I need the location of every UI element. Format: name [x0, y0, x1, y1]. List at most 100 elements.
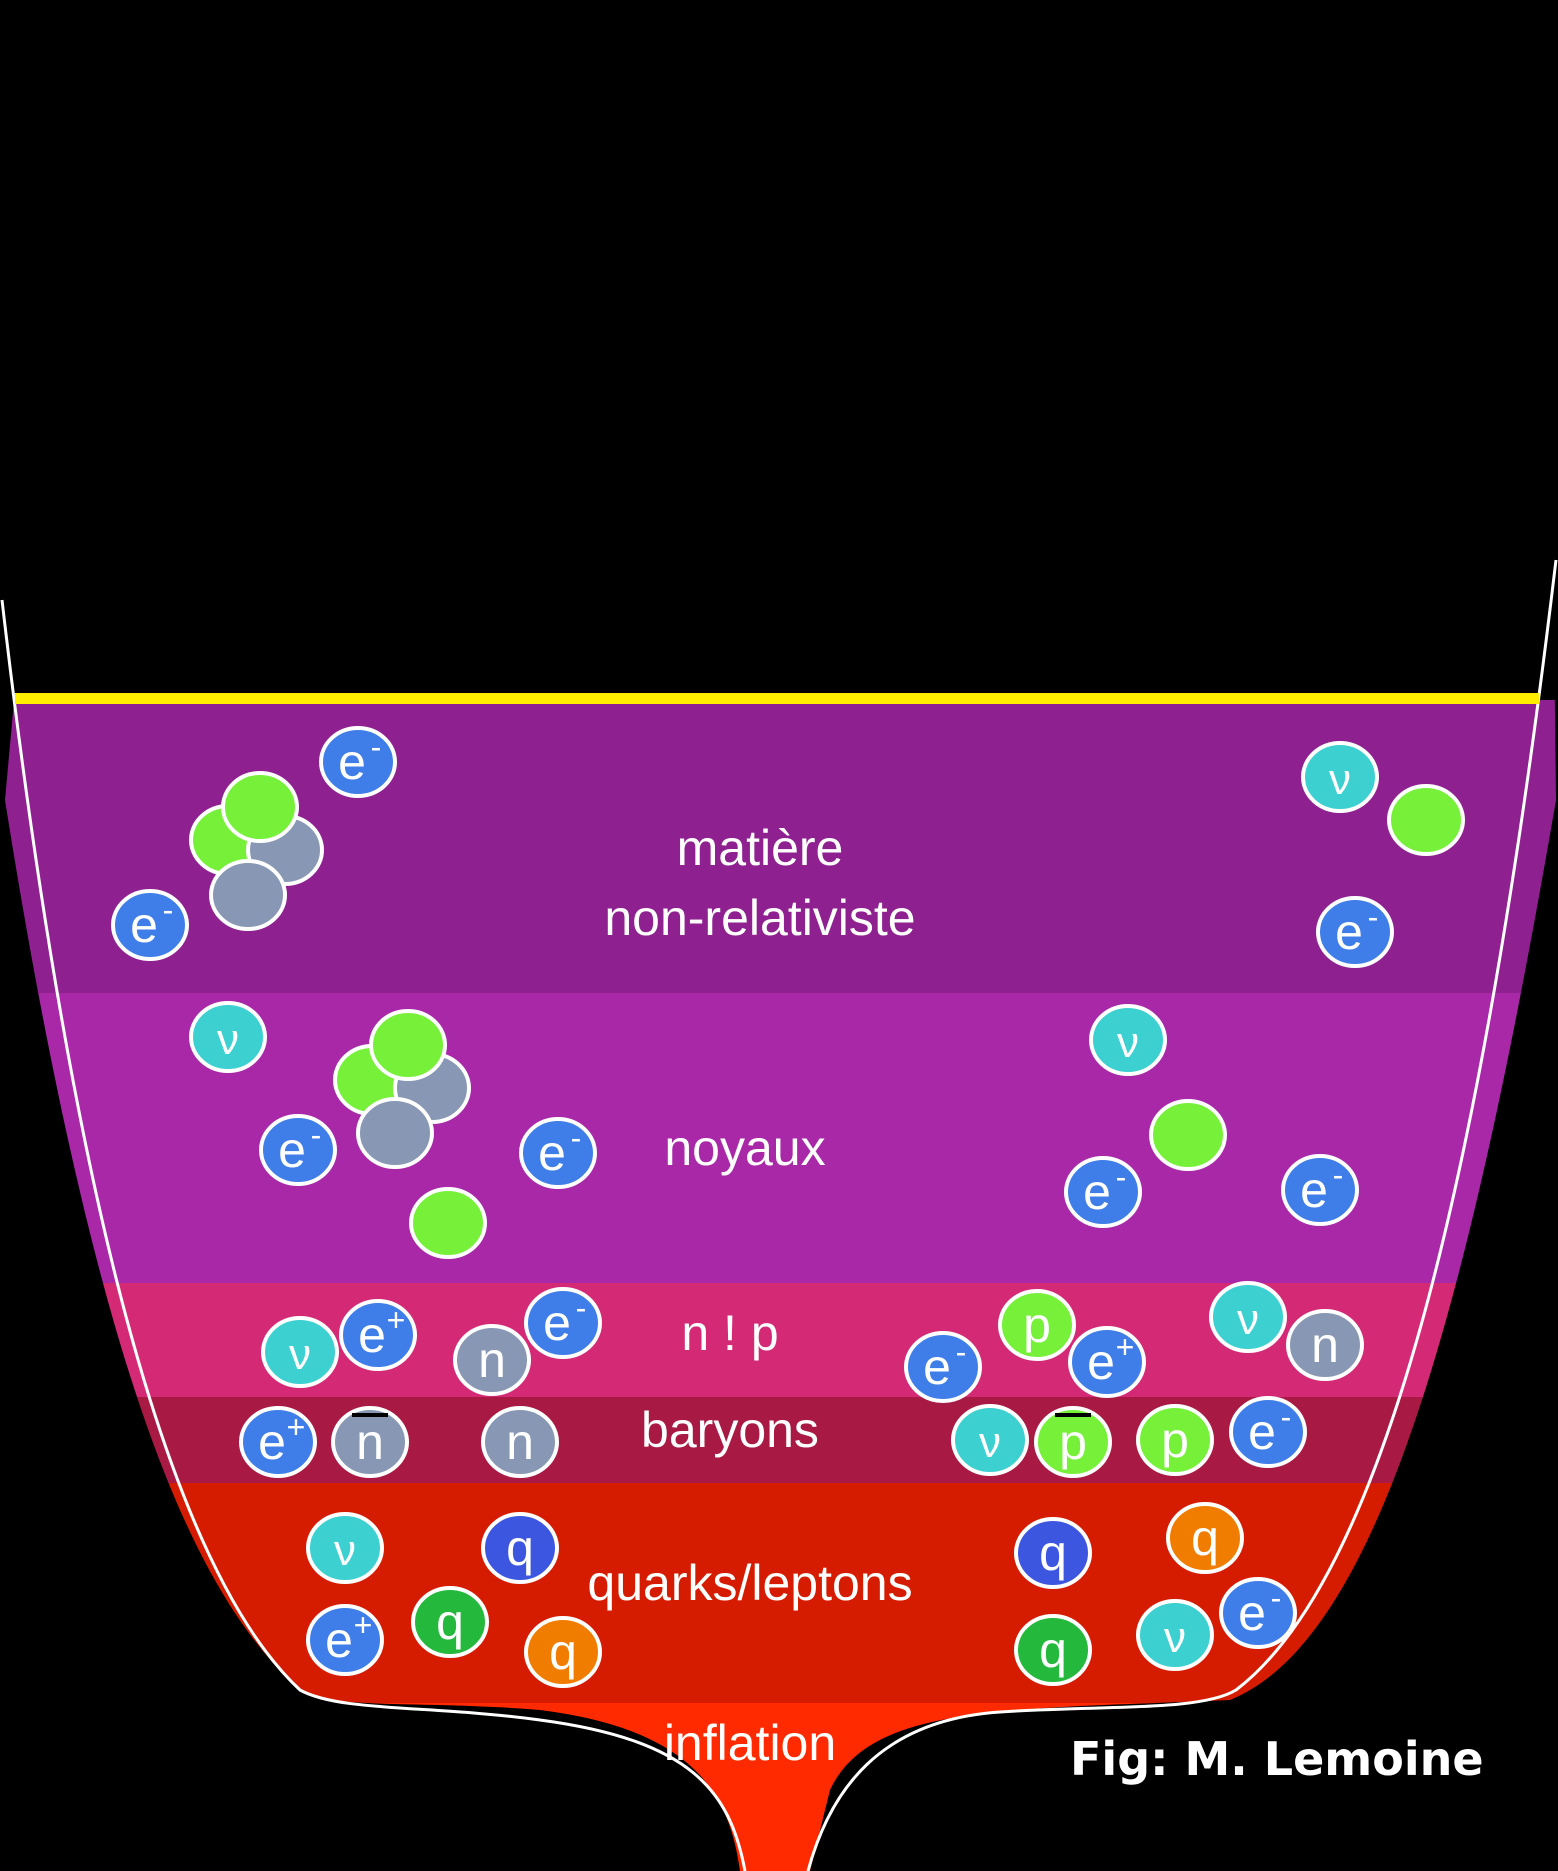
particle-disc — [904, 1331, 982, 1403]
particle-quark-green: q — [411, 1586, 489, 1658]
particle-disc — [1068, 1326, 1146, 1398]
particle-disc — [331, 1406, 409, 1478]
particle-symbol: ν — [334, 1526, 356, 1575]
particle-symbol: p — [1161, 1412, 1189, 1468]
label-np: n ! p — [681, 1305, 778, 1361]
particle-disc — [411, 1586, 489, 1658]
particle-neutrino: ν — [951, 1404, 1029, 1476]
particle-disc — [524, 1287, 602, 1359]
label-baryons: baryons — [641, 1402, 819, 1458]
particle-neutrino: ν — [1136, 1599, 1214, 1671]
particle-charge: - — [163, 892, 174, 928]
particle-neutrino: ν — [1089, 1004, 1167, 1076]
label-inflation: inflation — [664, 1715, 836, 1771]
particle-disc — [1136, 1599, 1214, 1671]
particle-symbol: e — [1300, 1162, 1328, 1218]
particle-symbol: e — [338, 734, 366, 790]
particle-quark-blue: q — [481, 1512, 559, 1584]
particle-symbol: e — [1335, 904, 1363, 960]
particle-symbol: e — [258, 1414, 286, 1470]
particle-neutron: n — [481, 1406, 559, 1478]
particle-symbol: q — [549, 1624, 577, 1680]
particle-symbol: ν — [217, 1015, 239, 1064]
particle-charge: + — [1116, 1329, 1135, 1365]
particle-electron: e- — [259, 1114, 337, 1186]
particle-symbol: ν — [1164, 1613, 1186, 1662]
particle-disc — [1281, 1154, 1359, 1226]
particle-charge: - — [571, 1120, 582, 1156]
particle-proton: p — [998, 1289, 1076, 1361]
particle-disc — [306, 1512, 384, 1584]
particle-electron: e- — [524, 1287, 602, 1359]
particle-electron: e- — [1316, 896, 1394, 968]
particle-quark-orange: q — [524, 1616, 602, 1688]
present-day-line — [15, 693, 1539, 704]
particle-disc — [1166, 1502, 1244, 1574]
particle-disc — [1014, 1614, 1092, 1686]
particle-symbol: e — [1087, 1334, 1115, 1390]
particle-disc — [1014, 1517, 1092, 1589]
particle-disc — [221, 771, 299, 843]
particle-disc — [339, 1299, 417, 1371]
particle-symbol: e — [325, 1612, 353, 1668]
particle-electron: e- — [319, 726, 397, 798]
particle-disc — [111, 889, 189, 961]
particle-disc — [1209, 1281, 1287, 1353]
particle-positron: e+ — [239, 1406, 317, 1478]
particle-charge: - — [1116, 1159, 1127, 1195]
particle-electron: e- — [1064, 1156, 1142, 1228]
particle-electron: e- — [904, 1331, 982, 1403]
particle-symbol: n — [506, 1414, 534, 1470]
particle-symbol: ν — [1237, 1295, 1259, 1344]
particle-disc — [1301, 741, 1379, 813]
particle-charge: - — [956, 1334, 967, 1370]
particle-disc — [1219, 1577, 1297, 1649]
particle-antiproton: p — [1034, 1406, 1112, 1478]
particle-proton — [1387, 784, 1465, 856]
particle-symbol: e — [1238, 1585, 1266, 1641]
particle-quark-blue: q — [1014, 1517, 1092, 1589]
particle-symbol: e — [278, 1122, 306, 1178]
particle-neutron: n — [1286, 1309, 1364, 1381]
particle-disc — [1034, 1406, 1112, 1478]
particle-symbol: e — [538, 1125, 566, 1181]
figure-credit: Fig: M. Lemoine — [1070, 1732, 1484, 1786]
particle-symbol: ν — [289, 1330, 311, 1379]
label-matiere-line2: non-relativiste — [604, 890, 915, 946]
particle-proton — [369, 1009, 447, 1081]
particle-charge: - — [371, 729, 382, 765]
particle-disc — [259, 1114, 337, 1186]
particle-disc — [1316, 896, 1394, 968]
particle-disc — [239, 1406, 317, 1478]
particle-neutron — [209, 859, 287, 931]
label-quarks-leptons: quarks/leptons — [587, 1555, 912, 1611]
particle-disc — [1136, 1404, 1214, 1476]
particle-neutron: n — [453, 1324, 531, 1396]
particle-symbol: n — [1311, 1317, 1339, 1373]
particle-disc — [1149, 1099, 1227, 1171]
particle-disc — [306, 1604, 384, 1676]
particle-symbol: q — [1191, 1510, 1219, 1566]
label-noyaux: noyaux — [664, 1120, 825, 1176]
particle-charge: - — [1281, 1399, 1292, 1435]
particle-disc — [1229, 1396, 1307, 1468]
particle-charge: + — [287, 1409, 306, 1445]
label-matiere-line1: matière — [677, 820, 844, 876]
particle-symbol: e — [130, 897, 158, 953]
particle-positron: e+ — [339, 1299, 417, 1371]
particle-disc — [356, 1097, 434, 1169]
particle-symbol: e — [1248, 1404, 1276, 1460]
particle-proton — [1149, 1099, 1227, 1171]
particle-charge: - — [1271, 1580, 1282, 1616]
particle-quark-green: q — [1014, 1614, 1092, 1686]
particle-disc — [1089, 1004, 1167, 1076]
antiparticle-bar — [1055, 1413, 1091, 1417]
particle-disc — [481, 1406, 559, 1478]
particle-neutrino: ν — [1301, 741, 1379, 813]
antiparticle-bar — [352, 1413, 388, 1417]
particle-antineutron: n — [331, 1406, 409, 1478]
particle-disc — [453, 1324, 531, 1396]
particle-proton: p — [1136, 1404, 1214, 1476]
particle-symbol: e — [1083, 1164, 1111, 1220]
particle-symbol: ν — [1117, 1018, 1139, 1067]
